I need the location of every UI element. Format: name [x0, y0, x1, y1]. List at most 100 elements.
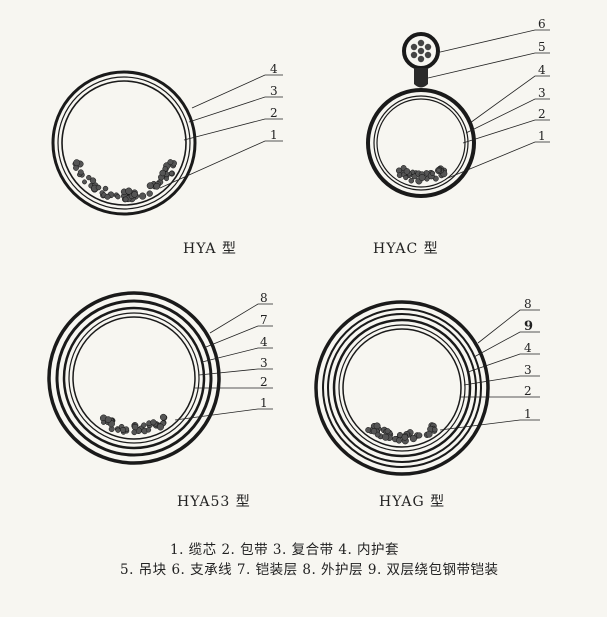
hya-cross-section [51, 70, 283, 216]
callout-numbers: 4 3 2 1 6 5 4 3 2 1 8 7 4 3 2 1 8 9 4 3 … [260, 17, 546, 421]
legend-line-2: 5. 吊块 6. 支承线 7. 铠装层 8. 外护层 9. 双层绕包钢带铠装 [120, 562, 499, 578]
hyac-caption: HYAC 型 [373, 241, 439, 257]
hyag-callout: 3 [524, 363, 532, 377]
hyac-leader-lines [427, 29, 550, 179]
hyac-callout: 1 [538, 129, 546, 143]
hyag-double-steel-tape-outer [322, 308, 482, 468]
hyac-callout: 2 [538, 107, 546, 121]
hya53-callout: 2 [260, 375, 268, 389]
core-conductor [122, 196, 129, 203]
hyag-leader-lines [439, 309, 540, 431]
hya53-callout: 1 [260, 396, 268, 410]
core-conductor [86, 174, 92, 181]
hya53-callout: 7 [260, 313, 268, 327]
core-conductor [159, 413, 167, 421]
core-conductor [164, 176, 169, 182]
hya53-caption: HYA53 型 [177, 494, 251, 510]
core-conductor [436, 167, 442, 173]
hyac-callout: 4 [538, 63, 546, 77]
hyac-composite-tape [373, 95, 469, 191]
core-conductor [425, 430, 433, 438]
hyac-callout: 5 [538, 40, 546, 54]
core-conductor [146, 182, 154, 190]
hya-callout: 3 [270, 84, 278, 98]
hya53-inner-sheath [62, 306, 206, 450]
core-conductor [89, 177, 97, 184]
hya53-callout: 3 [260, 356, 268, 370]
hyac-cross-section [366, 29, 550, 198]
core-conductor [139, 192, 147, 200]
core-conductor [82, 179, 87, 185]
core-conductor [104, 193, 111, 200]
hya-outer-sheath [51, 70, 197, 216]
core-conductor [101, 419, 106, 425]
hyag-callout: 9 [524, 319, 533, 334]
core-conductor [146, 190, 153, 197]
hyag-inner-sheath [332, 318, 472, 458]
core-conductor [141, 422, 147, 428]
hya-callout: 1 [270, 128, 278, 142]
core-conductor [145, 427, 152, 433]
hyag-callout: 8 [524, 297, 532, 311]
core-conductor [120, 426, 126, 433]
hya-callout: 2 [270, 106, 278, 120]
hyac-support-wire [410, 39, 432, 63]
core-conductor [381, 433, 390, 441]
core-conductor [384, 428, 391, 435]
core-conductor [403, 168, 411, 175]
hya53-cross-section [47, 291, 273, 465]
core-conductor [150, 419, 157, 426]
core-conductor [416, 432, 423, 439]
hyac-outer-sheath [366, 88, 476, 198]
core-conductor [102, 185, 109, 192]
core-conductor [77, 169, 84, 176]
hyag-callout: 1 [524, 407, 532, 421]
legend-line-1: 1. 缆芯 2. 包带 3. 复合带 4. 内护套 [170, 542, 400, 558]
hya-callout: 4 [270, 62, 278, 76]
core-conductor [429, 170, 436, 176]
hyag-cable-core [365, 422, 438, 445]
hyac-hanging-block [414, 68, 428, 88]
hyag-caption: HYAG 型 [379, 494, 446, 510]
core-conductor [401, 433, 409, 441]
core-conductor [167, 159, 174, 166]
core-conductor [432, 426, 438, 433]
core-conductor [157, 423, 164, 431]
hyac-callout: 3 [538, 86, 546, 100]
hya53-cable-core [99, 413, 168, 436]
hyag-callout: 2 [524, 384, 532, 398]
hyag-callout: 4 [524, 341, 532, 355]
core-conductor [395, 437, 403, 444]
hyac-callout: 6 [538, 17, 546, 31]
hyac-wrapping-tape [376, 98, 466, 188]
core-conductor [115, 194, 121, 200]
core-conductor [131, 191, 138, 198]
core-conductor [131, 423, 139, 431]
core-conductor [408, 177, 415, 184]
core-conductor [125, 187, 133, 195]
hya-wrapping-tape [61, 80, 187, 206]
hya-cable-core [72, 159, 177, 203]
core-conductor [73, 159, 81, 167]
core-conductor [409, 435, 417, 443]
hya53-composite-tape [68, 312, 200, 444]
hyag-cross-section [314, 300, 540, 476]
core-conductor [373, 422, 381, 430]
hya53-callout: 4 [260, 335, 268, 349]
core-conductor [104, 416, 112, 423]
hya-composite-tape [57, 76, 191, 210]
hya53-callout: 8 [260, 291, 268, 305]
core-conductor [115, 427, 121, 433]
hyag-outer-sheath [314, 300, 490, 476]
core-conductor [418, 174, 426, 181]
core-conductor [153, 182, 161, 190]
hya-caption: HYA 型 [183, 241, 237, 257]
core-conductor [370, 428, 378, 435]
core-conductor [159, 169, 166, 177]
core-conductor [95, 184, 102, 191]
hyag-composite-tape [338, 324, 466, 452]
core-conductor [403, 175, 409, 181]
core-conductor [131, 429, 138, 436]
